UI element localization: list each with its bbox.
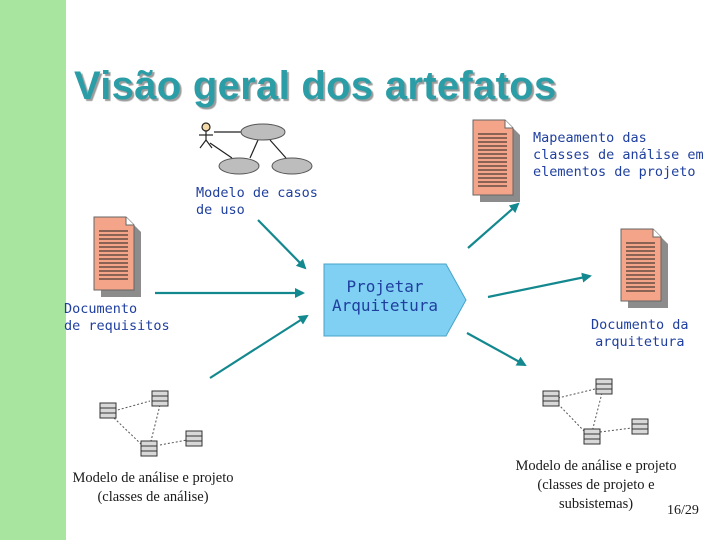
analysis-model-icon	[99, 390, 203, 457]
class-mapping-label: Mapeamento das classes de análise em ele…	[533, 130, 704, 180]
slide-title: Visão geral dos artefatos	[74, 64, 557, 108]
design-model-label: Modelo de análise e projeto (classes de …	[515, 458, 677, 512]
use-case-model-label: Modelo de casos de uso	[196, 185, 318, 218]
architecture-document-icon	[620, 228, 668, 308]
analysis-model-label: Modelo de análise e projeto (classes de …	[72, 470, 234, 505]
requirements-document-icon	[93, 216, 141, 297]
slide-sidebar	[0, 0, 66, 540]
design-model-icon	[542, 378, 649, 445]
flow-arrow-activity-to-architecture-doc	[487, 272, 592, 299]
flow-arrow-use-case-to-activity	[257, 219, 307, 270]
class-mapping-document-icon	[472, 119, 520, 202]
flow-arrow-activity-to-class-mapping	[467, 202, 520, 249]
activity-shape	[323, 263, 467, 337]
activity-label: Projetar Arquitetura	[332, 277, 438, 315]
flow-arrow-analysis-model-to-activity	[209, 314, 309, 379]
use-case-model-icon	[199, 122, 313, 175]
page-number: 16/29	[667, 503, 699, 518]
architecture-document-label: Documento da arquitetura	[591, 317, 689, 350]
flow-arrow-activity-to-design-model	[466, 332, 527, 366]
requirements-document-label: Documento de requisitos	[64, 301, 170, 334]
